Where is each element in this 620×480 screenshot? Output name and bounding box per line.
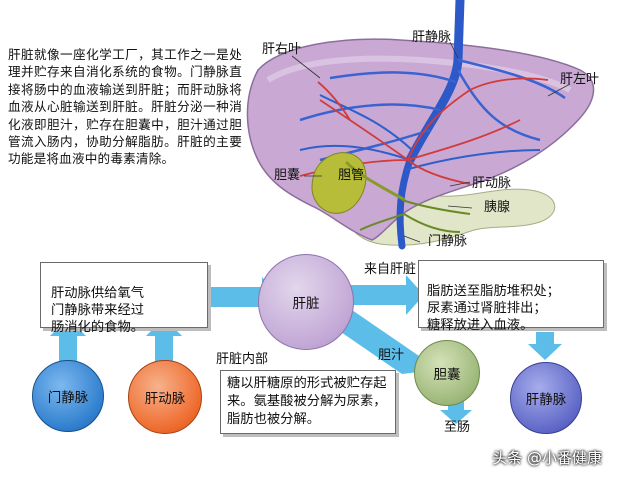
arrow-liver-to-gallbladder bbox=[338, 310, 422, 374]
arrow-liver-to-output bbox=[348, 285, 410, 305]
hepatic-artery-node: 肝动脉 bbox=[128, 360, 202, 434]
liver-node: 肝脏 bbox=[258, 254, 354, 350]
label-left-lobe: 肝左叶 bbox=[560, 72, 600, 87]
label-hepatic-artery: 肝动脉 bbox=[472, 176, 512, 191]
watermark: 头条 @小番健康 bbox=[492, 449, 602, 467]
label-inside-liver: 肝脏内部 bbox=[216, 352, 269, 367]
supply-box-text: 肝动脉供给氧气 门静脉带来经过 肠消化的食物。 bbox=[51, 286, 145, 335]
arrow-portal-vein-up bbox=[59, 332, 77, 362]
label-bile-duct: 胆管 bbox=[338, 168, 365, 183]
gallbladder-node: 胆囊 bbox=[414, 340, 480, 406]
hepatic-vein-branches bbox=[299, 58, 566, 162]
inside-liver-text: 糖以肝糖原的形式被贮存起来。氨基酸被分解为尿素，脂肪也被分解。 bbox=[227, 376, 387, 427]
label-portal-vein: 门静脉 bbox=[428, 234, 468, 249]
label-from-liver: 来自肝脏 bbox=[364, 262, 417, 277]
arrow-supply-to-liver bbox=[210, 287, 266, 307]
output-box-text: 脂肪送至脂肪堆积处； 尿素通过肾脏排出； 糖释放进入血液。 bbox=[427, 284, 560, 333]
hepatic-vein-node: 肝静脉 bbox=[510, 362, 582, 434]
label-hepatic-vein: 肝静脉 bbox=[412, 30, 452, 45]
inside-liver-box: 糖以肝糖原的形式被贮存起来。氨基酸被分解为尿素，脂肪也被分解。 bbox=[220, 370, 396, 434]
supply-box: 肝动脉供给氧气 门静脉带来经过 肠消化的食物。 bbox=[40, 262, 208, 335]
portal-vein-node: 门静脉 bbox=[32, 360, 104, 432]
label-bile: 胆汁 bbox=[378, 348, 405, 363]
label-pancreas: 胰腺 bbox=[484, 200, 511, 215]
arrow-hepatic-artery-up bbox=[155, 332, 173, 362]
label-to-intestine: 至肠 bbox=[444, 420, 471, 435]
intro-paragraph: 肝脏就像一座化学工厂，其工作之一是处理并贮存来自消化系统的食物。门静脉直接将肠中… bbox=[8, 47, 242, 167]
arrow-output-down bbox=[536, 332, 554, 346]
label-right-lobe: 肝右叶 bbox=[262, 42, 302, 57]
label-gallbladder: 胆囊 bbox=[274, 168, 301, 183]
output-box: 脂肪送至脂肪堆积处； 尿素通过肾脏排出； 糖释放进入血液。 bbox=[418, 260, 604, 333]
